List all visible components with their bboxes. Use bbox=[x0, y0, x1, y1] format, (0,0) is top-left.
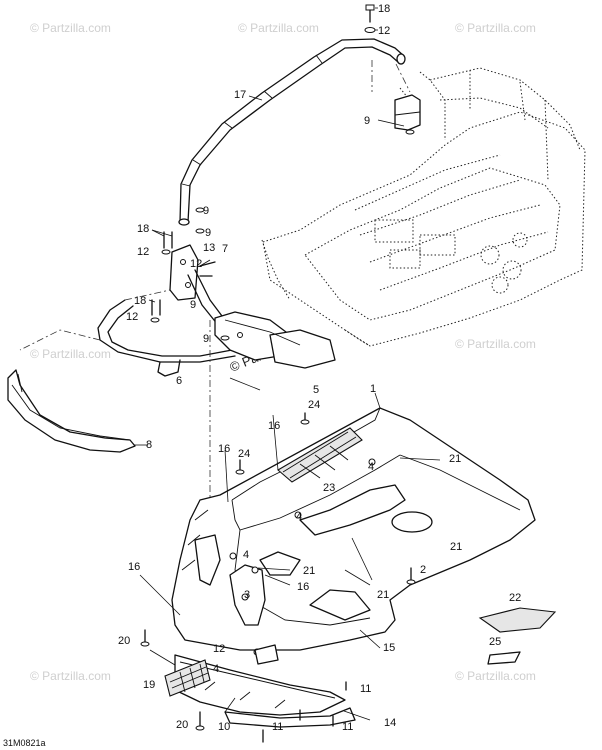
upper-tube bbox=[178, 38, 411, 226]
callout-label: 4 bbox=[296, 511, 302, 523]
hood-fasteners bbox=[140, 412, 416, 743]
callout-label: 14 bbox=[384, 717, 396, 729]
callout-label: 7 bbox=[222, 243, 228, 255]
callout-label: 21 bbox=[303, 565, 315, 577]
callout-label: 24 bbox=[308, 399, 320, 411]
callout-label: 22 bbox=[509, 592, 521, 604]
callout-label: 5 bbox=[313, 384, 319, 396]
callout-label: 3 bbox=[244, 589, 250, 601]
rear-bracket bbox=[377, 94, 421, 135]
callout-label: 18 bbox=[134, 295, 146, 307]
callout-label: 9 bbox=[203, 333, 209, 345]
front-bumper-tube bbox=[19, 289, 236, 500]
decal-parts bbox=[478, 607, 557, 665]
callout-label: 8 bbox=[146, 439, 152, 451]
callout-label: 11 bbox=[342, 721, 353, 733]
front-bumper bbox=[7, 369, 148, 453]
front-grille bbox=[164, 659, 211, 697]
callout-label: 12 bbox=[126, 311, 138, 323]
lower-skid-plate bbox=[174, 654, 356, 728]
callout-label: 12 bbox=[378, 25, 390, 37]
callout-label: 10 bbox=[218, 721, 230, 733]
callout-label: 12 bbox=[137, 246, 149, 258]
watermark-text: © Partzilla.com bbox=[30, 669, 111, 683]
callout-label: 1 bbox=[370, 383, 376, 395]
callout-label: 21 bbox=[377, 589, 389, 601]
callout-label: 2 bbox=[420, 564, 426, 576]
callout-label: 11 bbox=[272, 721, 283, 733]
callout-label: 24 bbox=[238, 448, 250, 460]
callout-label: 17 bbox=[234, 89, 246, 101]
callout-label: 4 bbox=[368, 461, 374, 473]
callout-label: 19 bbox=[143, 679, 155, 691]
callout-label: 4 bbox=[243, 549, 249, 561]
watermark-text: © Partzilla.com bbox=[455, 337, 536, 351]
callout-label: 9 bbox=[205, 227, 211, 239]
callout-label: 20 bbox=[176, 719, 188, 731]
callout-label: 18 bbox=[378, 3, 390, 15]
fastener-group-top bbox=[364, 4, 378, 33]
callout-label: 16 bbox=[268, 420, 280, 432]
watermark-text: © Partzilla.com bbox=[30, 21, 111, 35]
callout-label: 16 bbox=[218, 443, 230, 455]
callout-label: 16 bbox=[297, 581, 309, 593]
callout-label: 15 bbox=[383, 642, 395, 654]
leader-lines bbox=[139, 95, 441, 721]
side-bracket bbox=[169, 244, 336, 369]
callout-label: 20 bbox=[118, 635, 130, 647]
callout-label: 9 bbox=[203, 205, 209, 217]
vehicle-frame bbox=[261, 67, 586, 347]
callout-label: 12 bbox=[190, 258, 202, 270]
callout-label: 9 bbox=[364, 115, 370, 127]
callout-label: 21 bbox=[450, 541, 462, 553]
watermark-text: © Partzilla.com bbox=[455, 669, 536, 683]
hood-panel bbox=[171, 407, 536, 651]
callout-label: 13 bbox=[203, 242, 215, 254]
callout-label: 16 bbox=[128, 561, 140, 573]
fastener-group-left bbox=[148, 207, 230, 341]
callout-label: 25 bbox=[489, 636, 501, 648]
callout-label: 4 bbox=[213, 663, 219, 675]
callout-label: 23 bbox=[323, 482, 335, 494]
callout-label: 12 bbox=[213, 643, 225, 655]
watermark-text: © Partzilla.com bbox=[30, 347, 111, 361]
watermark-text: © Partzilla.com bbox=[455, 21, 536, 35]
drawing-code: 31M0821a bbox=[3, 738, 46, 748]
callout-label: 18 bbox=[137, 223, 149, 235]
callout-label: 9 bbox=[190, 299, 196, 311]
watermark-text: © Partzilla.com bbox=[238, 21, 319, 35]
callout-label: 6 bbox=[176, 375, 182, 387]
callout-label: 21 bbox=[449, 453, 461, 465]
callout-labels: 18 12 17 9 9 18 9 7 12 13 12 18 9 12 9 6… bbox=[118, 3, 521, 733]
callout-label: 11 bbox=[360, 683, 371, 695]
